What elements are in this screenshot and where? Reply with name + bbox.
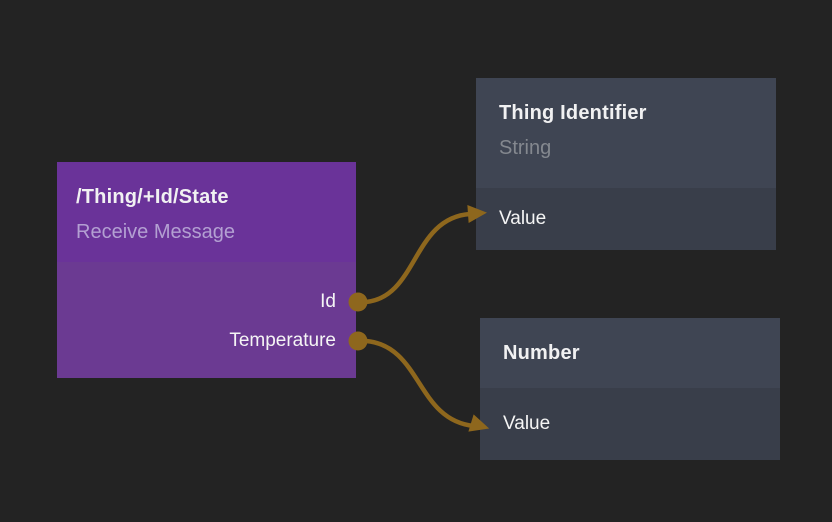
node-receive-message-header: /Thing/+Id/State Receive Message (57, 162, 356, 262)
output-port-dot-temperature[interactable] (348, 331, 368, 351)
connection-temperature-to-number[interactable] (363, 338, 477, 429)
node-thing-identifier[interactable]: Thing Identifier String Value (476, 78, 776, 250)
node-number-body: Value (480, 388, 780, 460)
output-port-row-temperature[interactable]: Temperature (57, 321, 356, 360)
arrowhead-icon (467, 205, 487, 223)
node-thing-identifier-body: Value (476, 188, 776, 250)
node-title: Thing Identifier (499, 102, 647, 124)
output-port-label: Temperature (229, 329, 336, 351)
node-title: /Thing/+Id/State (76, 186, 229, 208)
input-port-row-value[interactable]: Value (476, 188, 776, 250)
output-port-label: Id (320, 290, 336, 312)
node-receive-message[interactable]: /Thing/+Id/State Receive Message Id Temp… (57, 162, 356, 378)
input-port-label: Value (499, 208, 547, 229)
node-number[interactable]: Number Value (480, 318, 780, 460)
node-receive-message-body: Id Temperature (57, 262, 356, 378)
input-port-label: Value (503, 413, 551, 434)
node-subtitle: String (499, 137, 552, 159)
node-title: Number (503, 342, 580, 364)
arrowhead-icon (468, 414, 490, 432)
node-thing-identifier-header: Thing Identifier String (476, 78, 776, 188)
node-number-header: Number (480, 318, 780, 388)
connection-id-to-thing-identifier[interactable] (363, 211, 473, 305)
input-port-row-value[interactable]: Value (480, 388, 780, 460)
output-port-row-id[interactable]: Id (57, 282, 356, 321)
node-subtitle: Receive Message (76, 221, 235, 243)
output-port-dot-id[interactable] (348, 292, 368, 312)
